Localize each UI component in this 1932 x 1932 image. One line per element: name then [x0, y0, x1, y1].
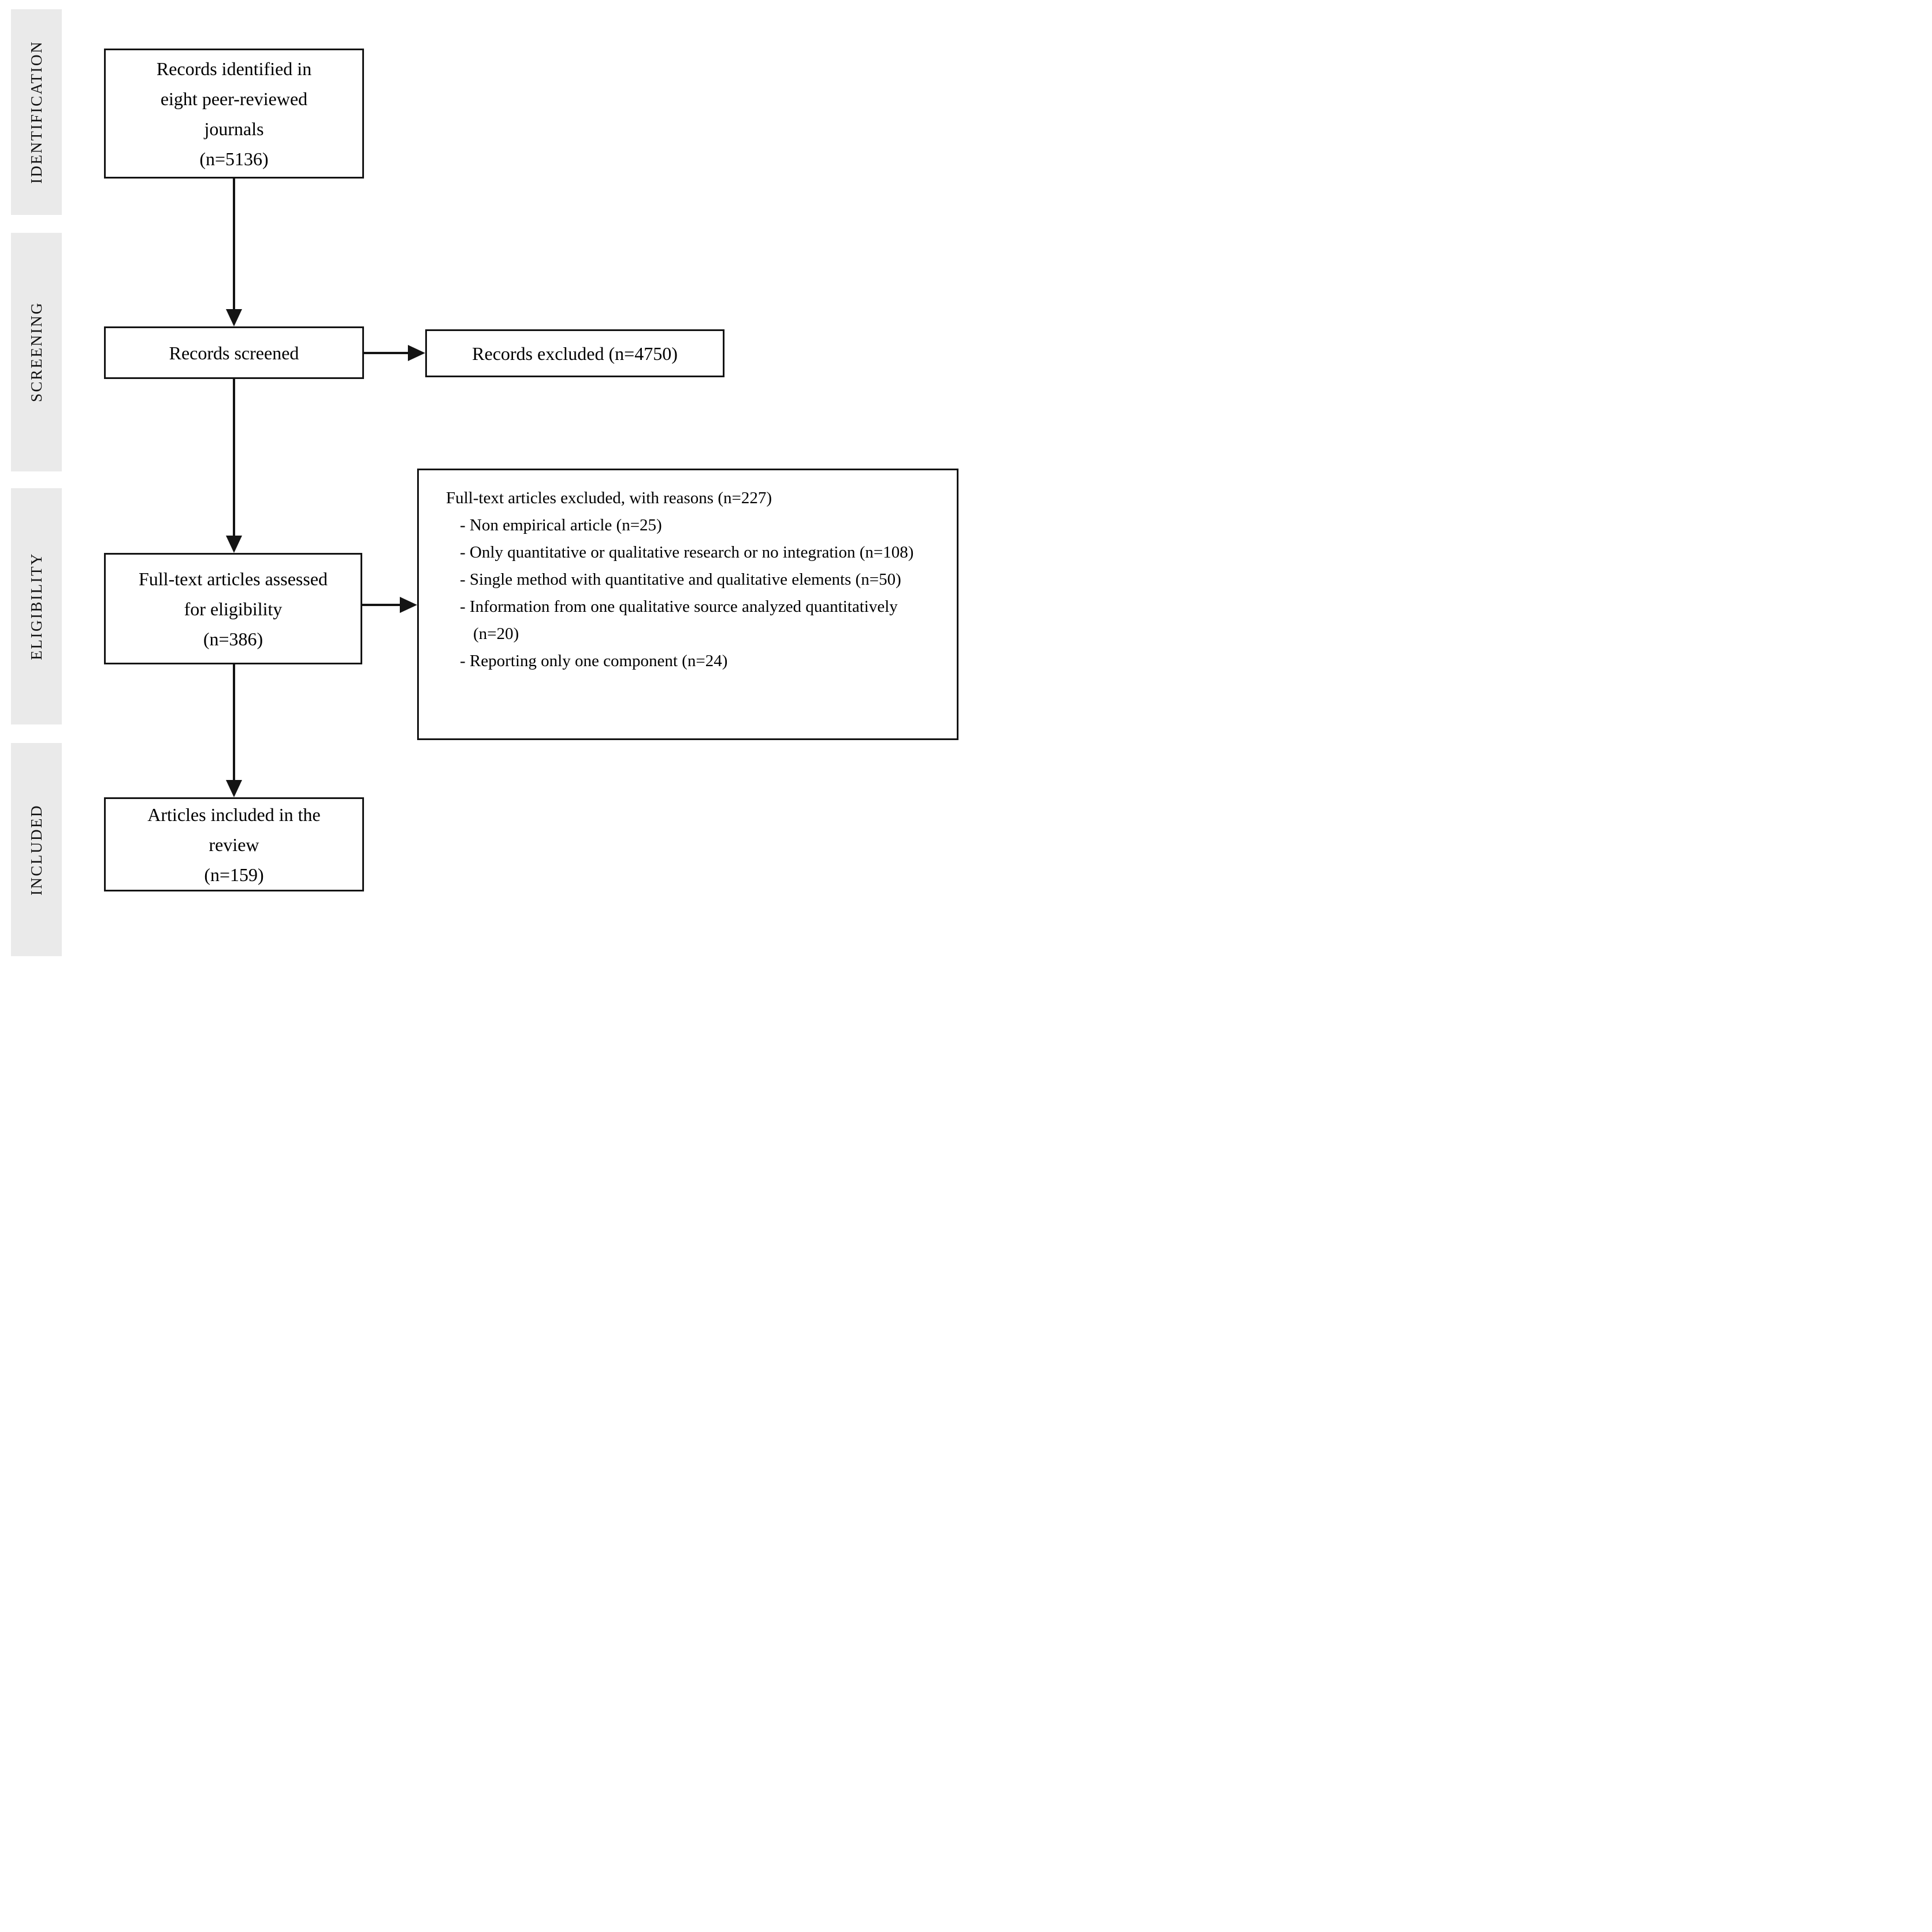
records-identified-line-1: Records identified in	[156, 58, 312, 79]
exclusion-reason-2: - Only quantitative or qualitative resea…	[460, 543, 914, 562]
stage-band-included: INCLUDED	[11, 743, 62, 956]
exclusion-reason-5: - Reporting only one component (n=24)	[460, 652, 728, 670]
exclusion-reason-4: - Information from one qualitative sourc…	[460, 597, 898, 643]
records-identified-line-3: journals	[204, 118, 264, 139]
arrow-eligibility-to-included-head	[226, 780, 242, 797]
stage-band-identification: IDENTIFICATION	[11, 9, 62, 215]
fulltext-excluded-box: Full-text articles excluded, with reason…	[417, 469, 958, 740]
arrow-screening-to-eligibility-shaft	[233, 379, 235, 537]
exclusion-reason-1: - Non empirical article (n=25)	[460, 516, 662, 534]
stage-band-eligibility: ELIGIBILITY	[11, 488, 62, 724]
stage-label-screening: SCREENING	[27, 302, 45, 403]
stage-label-included: INCLUDED	[27, 804, 45, 896]
arrow-eligibility-to-excluded-head	[400, 597, 417, 613]
articles-included-line-1: Articles included in the	[147, 804, 321, 825]
prisma-flow-diagram: IDENTIFICATION SCREENING ELIGIBILITY INC…	[0, 0, 966, 966]
stage-band-screening: SCREENING	[11, 233, 62, 471]
fulltext-assessed-box: Full-text articles assessed for eligibil…	[104, 553, 362, 664]
records-identified-count: (n=5136)	[199, 148, 269, 169]
arrow-eligibility-to-excluded-shaft	[362, 604, 401, 606]
fulltext-assessed-count: (n=386)	[203, 628, 263, 649]
fulltext-assessed-line-1: Full-text articles assessed	[138, 568, 328, 589]
records-identified-box: Records identified in eight peer-reviewe…	[104, 49, 364, 179]
exclusion-reason-3: - Single method with quantitative and qu…	[460, 570, 901, 589]
arrow-screened-to-excluded-shaft	[364, 352, 409, 354]
stage-label-identification: IDENTIFICATION	[27, 40, 45, 184]
fulltext-excluded-title: Full-text articles excluded, with reason…	[446, 489, 772, 507]
records-excluded-label: Records excluded (n=4750)	[472, 343, 678, 364]
records-excluded-box: Records excluded (n=4750)	[425, 329, 724, 377]
arrow-identification-to-screening-head	[226, 309, 242, 326]
articles-included-box: Articles included in the review (n=159)	[104, 797, 364, 891]
stage-label-eligibility: ELIGIBILITY	[27, 552, 45, 660]
articles-included-line-2: review	[209, 834, 259, 855]
arrow-identification-to-screening-shaft	[233, 179, 235, 310]
arrow-screening-to-eligibility-head	[226, 536, 242, 553]
fulltext-assessed-line-2: for eligibility	[184, 598, 283, 619]
records-screened-box: Records screened	[104, 326, 364, 379]
arrow-screened-to-excluded-head	[408, 345, 425, 361]
arrow-eligibility-to-included-shaft	[233, 664, 235, 781]
articles-included-count: (n=159)	[204, 864, 264, 885]
records-screened-label: Records screened	[169, 342, 299, 363]
records-identified-line-2: eight peer-reviewed	[160, 88, 308, 109]
